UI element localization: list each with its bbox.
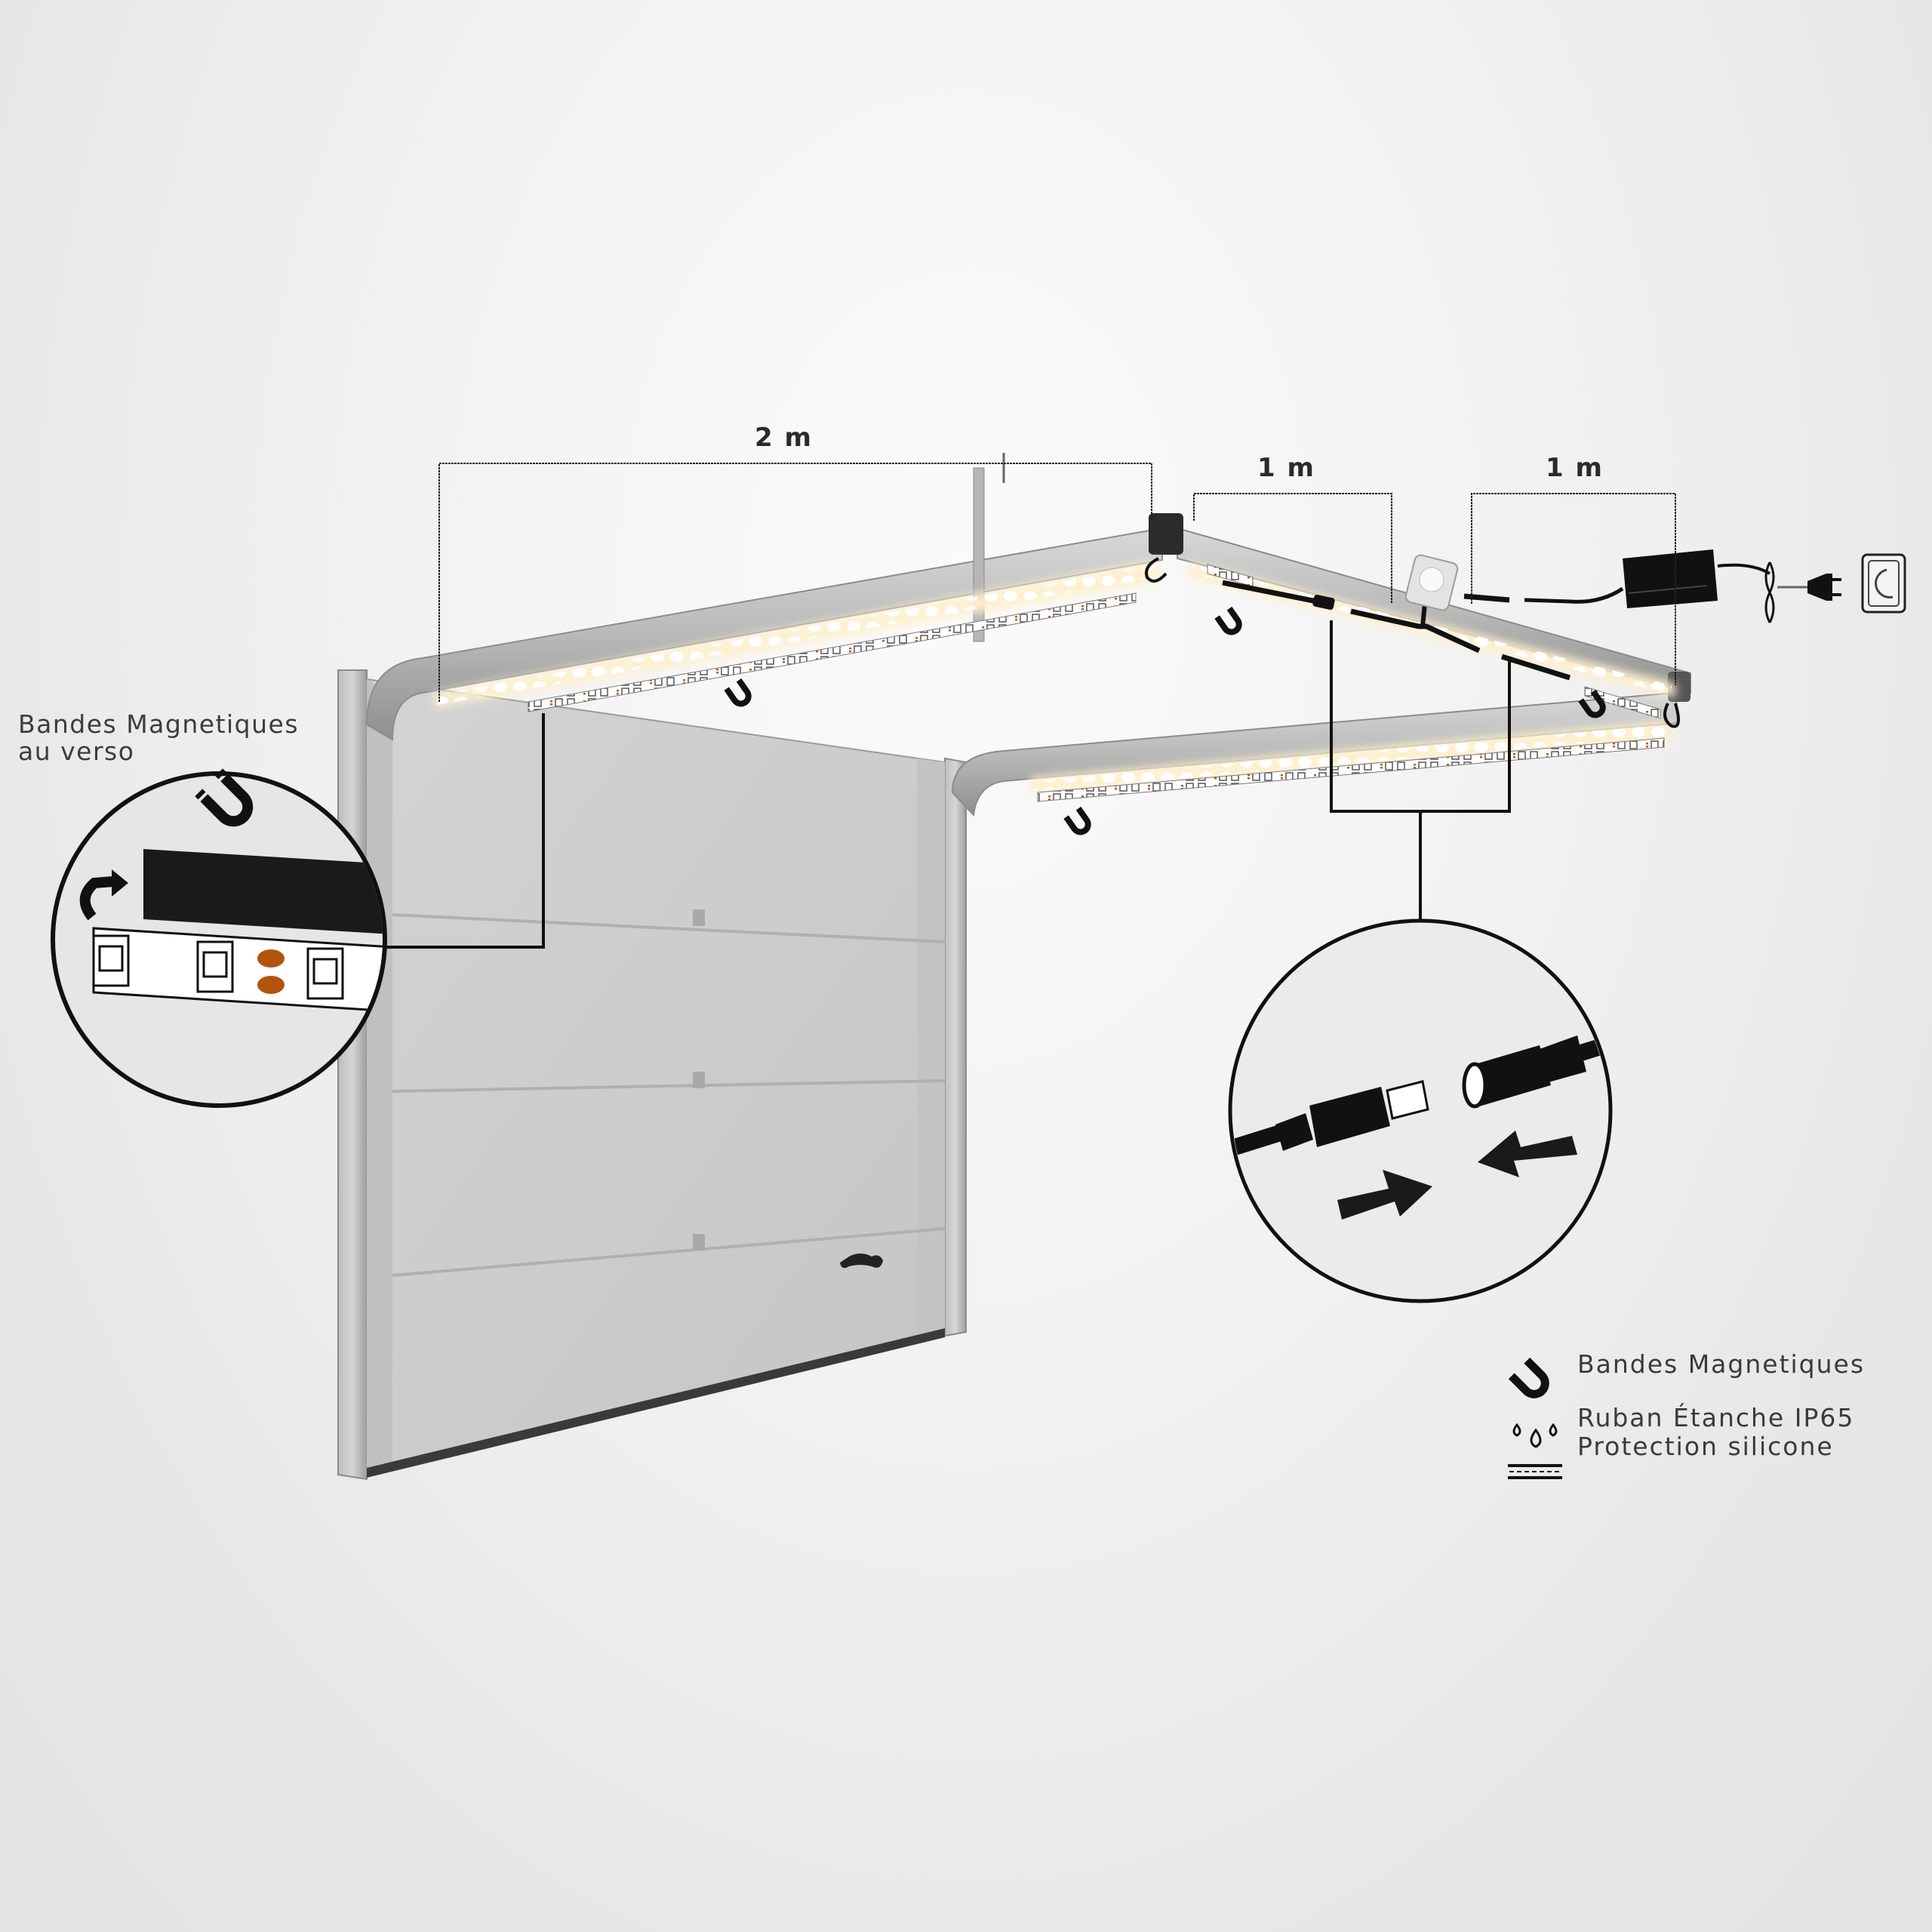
connector-icon — [1312, 595, 1335, 610]
magnetic-callout-label: Bandes Magnetiques au verso — [18, 711, 299, 765]
callout-line-2: au verso — [18, 737, 135, 766]
legend-magnet-icon — [1508, 1357, 1549, 1398]
dimension-lines — [438, 463, 1676, 702]
magnet-icon — [195, 768, 254, 827]
legend-label: Ruban Étanche IP65 — [1577, 1403, 1855, 1432]
arrow-left-icon — [1478, 1131, 1577, 1177]
magnet-icon — [724, 678, 752, 707]
dimension-label-1m-right: 1 m — [1546, 453, 1604, 483]
waterproof-icon — [1508, 1423, 1562, 1479]
power-supply — [1623, 549, 1775, 623]
legend-label: Protection silicone — [1577, 1432, 1834, 1461]
wall-socket-icon — [1861, 553, 1906, 614]
connector-callout — [1228, 620, 1613, 1303]
legend-item-waterproof: Ruban Étanche IP65 Protection silicone — [1494, 1404, 1917, 1461]
dimension-label-2m: 2 m — [755, 423, 813, 453]
magnet-icon — [1063, 806, 1091, 835]
resistor-dot — [257, 976, 285, 994]
resistor-dot — [257, 949, 285, 968]
curved-arrow-icon — [79, 869, 128, 921]
wiring — [1145, 557, 1680, 728]
magnetic-callout — [51, 713, 545, 1108]
legend-item-magnetic: Bandes Magnetiques — [1494, 1334, 1917, 1395]
eu-plug-icon — [1777, 574, 1841, 601]
arrow-right-icon — [1337, 1170, 1432, 1220]
legend-label: Bandes Magnetiques — [1577, 1349, 1866, 1379]
magnet-icon — [1578, 689, 1606, 718]
door-handle-icon — [840, 1254, 883, 1269]
magnet-icon — [1214, 606, 1242, 635]
callout-line-1: Bandes Magnetiques — [18, 709, 300, 739]
garage-door — [337, 669, 967, 1481]
magnetic-strip — [143, 849, 383, 934]
legend: Bandes Magnetiques Ruban Étanche IP65 Pr… — [1494, 1334, 1917, 1461]
splitter-switch — [1404, 554, 1459, 611]
dimension-label-1m-middle: 1 m — [1257, 453, 1315, 483]
